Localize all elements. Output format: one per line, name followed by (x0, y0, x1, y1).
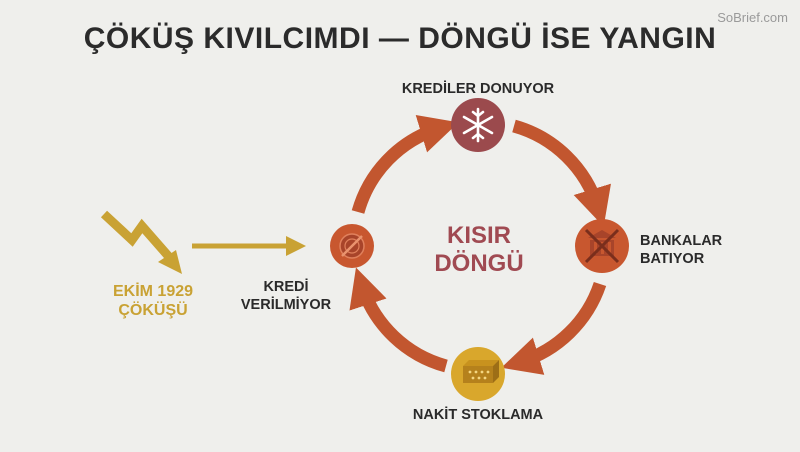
arrow-top-to-right (512, 119, 611, 227)
snowflake-icon (462, 107, 494, 143)
cash-box-icon (463, 360, 499, 383)
node-credit-freeze (451, 98, 505, 152)
label-cash-hoarding: NAKİT STOKLAMA (412, 407, 544, 423)
no-coin-icon (339, 233, 365, 259)
arrow-left-to-top (351, 115, 459, 214)
arrow-bottom-to-left (349, 267, 448, 373)
page-title: ÇÖKÜŞ KIVILCIMDI — DÖNGÜ İSE YANGIN (83, 22, 717, 55)
arrow-right-to-bottom (501, 281, 607, 375)
crossed-bank-icon (584, 228, 620, 264)
watermark-logo: SoBrief.com (717, 10, 788, 25)
crash-zigzag-icon (100, 210, 182, 274)
node-cash-hoarding (451, 347, 505, 401)
label-banks-failing: BANKALAR BATIYOR (640, 233, 723, 267)
label-vicious-cycle: KISIR DÖNGÜ (434, 222, 524, 277)
node-banks-failing (575, 219, 629, 273)
node-no-lending (330, 224, 374, 268)
label-credit-freeze: KREDİLER DONUYOR (401, 81, 555, 97)
label-crash-1929: EKİM 1929 ÇÖKÜŞÜ (112, 283, 194, 319)
label-no-lending: KREDİ VERİLMİYOR (240, 279, 332, 313)
